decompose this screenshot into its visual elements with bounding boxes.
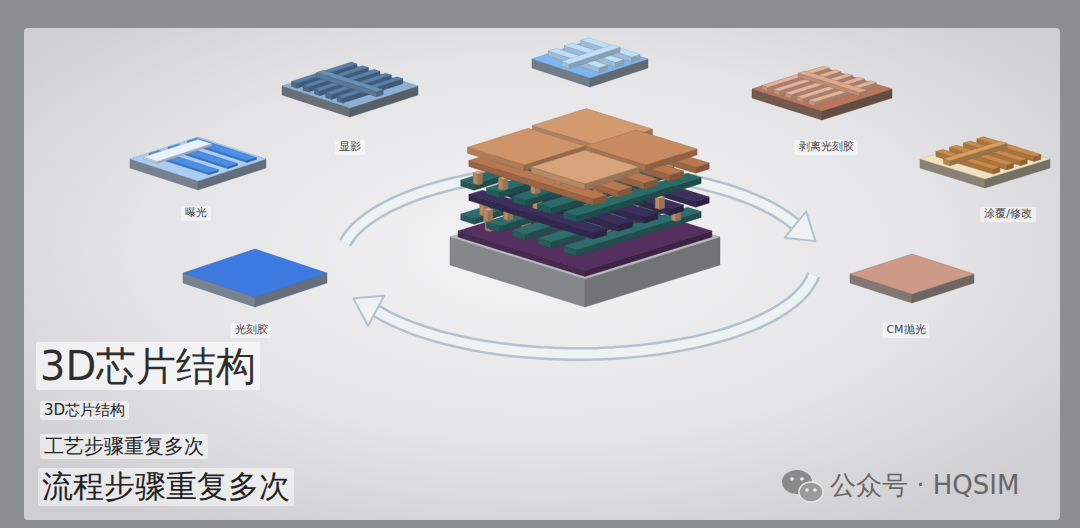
layer-top xyxy=(531,150,639,184)
step-label: 光刻胶 xyxy=(231,323,272,338)
via-pillar-side xyxy=(488,209,493,221)
exposure-tile-pattern-top xyxy=(144,139,212,161)
subtitle: 3D芯片结构 xyxy=(40,401,129,420)
via-pillar-side xyxy=(498,178,503,190)
coat-tile xyxy=(920,137,1050,188)
bubble-eye xyxy=(790,477,794,481)
arrow-head xyxy=(785,211,816,241)
bubble-eye xyxy=(805,488,809,492)
pattern-tile xyxy=(532,38,648,87)
cmp-tile-top xyxy=(850,254,974,294)
background xyxy=(24,28,1060,520)
via-pillar-side xyxy=(660,197,665,209)
subtitle: 工艺步骤重复多次 xyxy=(40,434,208,459)
via-pillar-side xyxy=(503,178,508,190)
via-pillar-top xyxy=(473,171,482,174)
via-pillar-top xyxy=(483,208,492,211)
photoresist-tile xyxy=(183,249,327,307)
wechat-icon xyxy=(782,470,823,502)
watermark: 公众号 · HQSIM xyxy=(830,471,1019,501)
strip-tile-top xyxy=(752,67,892,111)
via-pillar-side xyxy=(483,209,488,221)
bubble xyxy=(799,482,823,502)
arrow-head xyxy=(353,296,384,326)
strip-tile-pattern-side xyxy=(798,73,860,96)
step-label: 显影 xyxy=(335,140,365,155)
pattern-tile-pattern-top xyxy=(562,45,621,64)
step-label: 涂覆/修改 xyxy=(980,207,1036,222)
develop-tile-pattern-top xyxy=(317,70,384,92)
via-pillar-side xyxy=(473,173,478,185)
step-label: 剥离光刻胶 xyxy=(795,140,858,155)
via-pillar-side xyxy=(655,197,660,209)
step-label: CM抛光 xyxy=(882,323,929,338)
subtitle: 流程步骤重复多次 xyxy=(38,468,294,506)
exposure-tile xyxy=(130,137,266,190)
coat-tile-top xyxy=(920,139,1050,179)
strip-tile-pattern-top xyxy=(798,71,867,93)
bubble-eye xyxy=(813,488,817,492)
develop-tile xyxy=(282,62,418,117)
exposure-tile-top xyxy=(130,137,266,181)
chip-stack xyxy=(450,109,720,307)
photoresist-tile-top xyxy=(183,249,327,297)
pattern-tile-top xyxy=(532,40,648,78)
bubble-eye xyxy=(800,477,804,481)
step-label: 曝光 xyxy=(181,206,211,221)
cmp-tile xyxy=(850,254,974,303)
via-pillar-side xyxy=(478,173,483,185)
strip-tile xyxy=(752,66,892,120)
coat-tile-pattern-top xyxy=(943,141,1007,161)
develop-tile-top xyxy=(282,64,418,108)
title: 3D芯片结构 xyxy=(36,342,260,390)
